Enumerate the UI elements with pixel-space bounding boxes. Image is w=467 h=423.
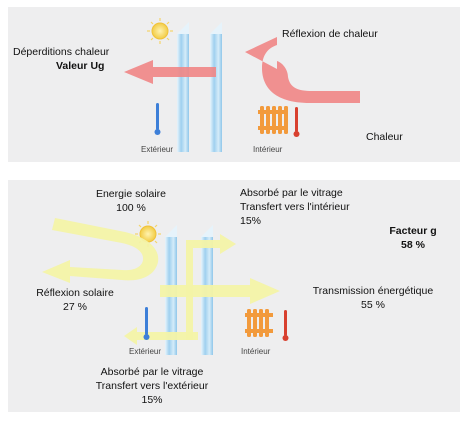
transmission-arrow [160,278,280,304]
hot-thermometer-icon [282,310,289,341]
heat-loss-panel [8,7,460,162]
heat-reflection-arrow [245,37,360,103]
interior-label: Intérieur [253,145,283,154]
heat-label: Chaleur [366,131,403,143]
absorbed-outward-value: 15% [141,394,163,406]
g-factor-value: 58 % [401,239,425,251]
absorbed-outward-label: Absorbé par le vitrage [100,366,204,378]
absorbed-inward-sublabel: Transfert vers l'intérieur [240,201,350,213]
transmission-value: 55 % [361,299,385,311]
hot-thermometer-icon [293,107,300,137]
solar-reflection-value: 27 % [63,301,87,313]
heat-reflection-label: Réflexion de chaleur [282,28,378,40]
cold-thermometer-icon [154,103,161,135]
solar-energy-value: 100 % [116,202,146,214]
absorbed-inward-arrow [186,234,236,340]
exterior-label: Extérieur [129,347,162,356]
cold-thermometer-icon [143,307,150,340]
transmission-label: Transmission énergétique [312,285,434,297]
heat-loss-label: Déperditions chaleur [13,46,110,58]
g-factor-label: Facteur g [389,225,437,237]
solar-reflection-arrow [42,218,159,283]
absorbed-outward-sublabel: Transfert vers l'extérieur [95,380,209,392]
heat-loss-arrow [124,60,216,84]
interior-label: Intérieur [241,347,271,356]
radiator-icon [245,309,273,337]
double-glazing-top [177,22,222,152]
solar-reflection-label: Réflexion solaire [36,287,114,299]
exterior-label: Extérieur [141,145,174,154]
absorbed-outward-arrow [124,327,198,345]
absorbed-inward-value: 15% [240,215,262,227]
solar-energy-label: Energie solaire [95,188,167,200]
absorbed-inward-label: Absorbé par le vitrage [240,187,343,199]
radiator-icon [258,106,288,134]
sun-icon [147,18,173,44]
ug-value-label: Valeur Ug [56,60,105,72]
